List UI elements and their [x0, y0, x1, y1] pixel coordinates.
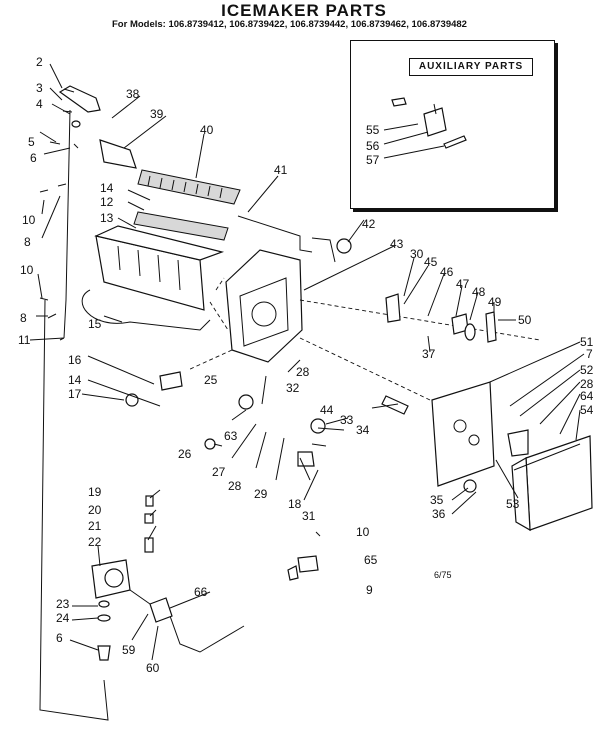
callout-34: 34 [356, 423, 370, 437]
callout-45: 45 [424, 255, 438, 269]
callout-21: 21 [88, 519, 102, 533]
callout-15: 15 [88, 317, 102, 331]
callout-2: 2 [36, 55, 43, 69]
callout-labels: 2 3 4 5 6 10 8 10 8 11 38 39 40 41 14 12… [18, 55, 594, 675]
callout-47: 47 [456, 277, 470, 291]
callout-8b: 8 [20, 311, 27, 325]
callout-46: 46 [440, 265, 454, 279]
callout-66: 66 [194, 585, 208, 599]
diagram-code: 6/75 [434, 570, 452, 580]
callout-48: 48 [472, 285, 486, 299]
callout-20: 20 [88, 503, 102, 517]
callout-5: 5 [28, 135, 35, 149]
callout-14b: 14 [68, 373, 82, 387]
callout-17: 17 [68, 387, 82, 401]
callout-12: 12 [100, 195, 114, 209]
bracket-part [58, 85, 101, 113]
callout-50: 50 [518, 313, 532, 327]
callout-53: 53 [506, 497, 520, 511]
callout-65: 65 [364, 553, 378, 567]
callout-19: 19 [88, 485, 102, 499]
auxiliary-parts-box: AUXILIARY PARTS [350, 40, 555, 209]
control-housing-part [225, 249, 303, 363]
callout-52: 52 [580, 363, 594, 377]
callout-37: 37 [422, 347, 436, 361]
callout-59: 59 [122, 643, 136, 657]
callout-60: 60 [146, 661, 160, 675]
callout-55: 55 [366, 123, 380, 137]
ice-stripper-part [137, 169, 241, 205]
callout-38: 38 [126, 87, 140, 101]
callout-40: 40 [200, 123, 214, 137]
shutoff-arm-wire [237, 215, 313, 253]
callout-9: 9 [366, 583, 373, 597]
callout-28c: 28 [580, 377, 594, 391]
fill-tube [39, 299, 109, 721]
callout-24: 24 [56, 611, 70, 625]
callout-18: 18 [288, 497, 302, 511]
screw-part [145, 495, 154, 507]
callout-64: 64 [580, 389, 594, 403]
callout-16: 16 [68, 353, 82, 367]
callout-25: 25 [204, 373, 218, 387]
callout-57: 57 [366, 153, 380, 167]
callout-56: 56 [366, 139, 380, 153]
callout-11: 11 [18, 333, 31, 347]
callout-44: 44 [320, 403, 334, 417]
callout-7: 7 [586, 347, 593, 361]
wire-harness [63, 109, 71, 339]
callout-6b: 6 [56, 631, 63, 645]
bearing-part [336, 238, 352, 254]
callout-8: 8 [24, 235, 31, 249]
shutoff-arm-part [99, 139, 137, 169]
callout-10b: 10 [20, 263, 34, 277]
callout-54: 54 [580, 403, 594, 417]
callout-23: 23 [56, 597, 70, 611]
mounting-plate-part [431, 381, 495, 487]
callout-42: 42 [362, 217, 376, 231]
callout-3: 3 [36, 81, 43, 95]
callout-41: 41 [274, 163, 288, 177]
thermostat-part [381, 395, 409, 415]
callout-30: 30 [410, 247, 424, 261]
model-list: For Models: 106.8739412, 106.8739422, 10… [112, 19, 467, 30]
callout-63: 63 [224, 429, 238, 443]
callout-31: 31 [302, 509, 316, 523]
callout-4: 4 [36, 97, 43, 111]
callout-33: 33 [340, 413, 354, 427]
callout-43: 43 [390, 237, 404, 251]
callout-29: 29 [254, 487, 268, 501]
callout-10c: 10 [356, 525, 370, 539]
callout-28: 28 [228, 479, 242, 493]
heater-loop [81, 289, 211, 331]
callout-35: 35 [430, 493, 444, 507]
callout-26: 26 [178, 447, 192, 461]
callout-51: 51 [580, 335, 594, 349]
auxiliary-parts-title: AUXILIARY PARTS [409, 58, 533, 76]
callout-13: 13 [100, 211, 114, 225]
inlet-fitting-part [149, 597, 173, 623]
callout-28b: 28 [296, 365, 310, 379]
front-cover-part [525, 435, 593, 531]
callout-14: 14 [100, 181, 114, 195]
page-title: ICEMAKER PARTS [221, 1, 387, 20]
callout-22: 22 [88, 535, 102, 549]
callout-39: 39 [150, 107, 164, 121]
mold-heater-part [133, 211, 229, 241]
callout-49: 49 [488, 295, 502, 309]
callout-6: 6 [30, 151, 37, 165]
callout-10: 10 [22, 213, 36, 227]
callout-32: 32 [286, 381, 300, 395]
callout-27: 27 [212, 465, 226, 479]
callout-36: 36 [432, 507, 446, 521]
